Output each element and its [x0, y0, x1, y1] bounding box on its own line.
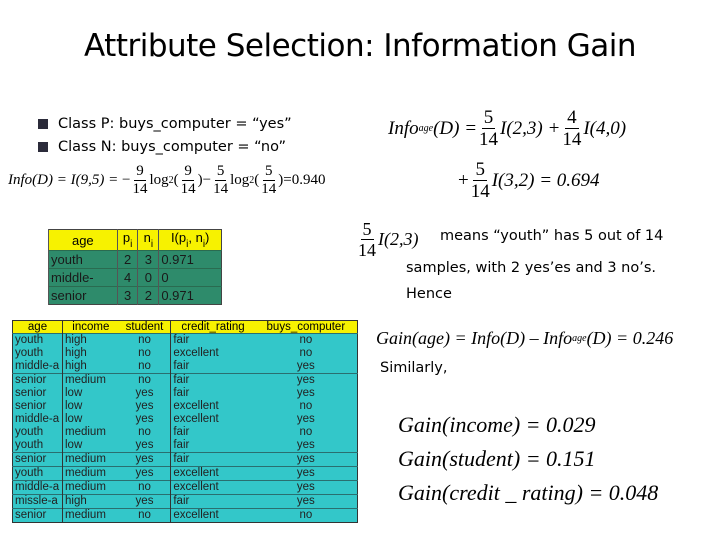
- training-data-table: age income student credit_rating buys_co…: [12, 320, 358, 523]
- gain-credit-rating: Gain(credit _ rating) = 0.048: [398, 480, 659, 505]
- table-header-row: age pi ni I(pi, ni): [48, 229, 222, 251]
- gain-student: Gain(student) = 0.151: [398, 446, 596, 471]
- note-line1: means “youth” has 5 out of 14: [440, 228, 664, 244]
- table-header-row: age income student credit_rating buys_co…: [12, 320, 358, 334]
- bullet-square-icon: [38, 118, 48, 129]
- similarly-text: Similarly,: [380, 360, 448, 376]
- note-line3: Hence: [406, 286, 452, 302]
- bullet-class-n: Class N: buys_computer = “no”: [38, 135, 292, 158]
- bullet-square-icon: [38, 141, 48, 152]
- gain-income: Gain(income) = 0.029: [398, 412, 596, 437]
- bullet-class-p: Class P: buys_computer = “yes”: [38, 112, 292, 135]
- note-line2: samples, with 2 yes’es and 3 no’s.: [406, 260, 657, 276]
- class-bullets: Class P: buys_computer = “yes” Class N: …: [38, 112, 292, 158]
- slide-title: Attribute Selection: Information Gain: [84, 28, 636, 64]
